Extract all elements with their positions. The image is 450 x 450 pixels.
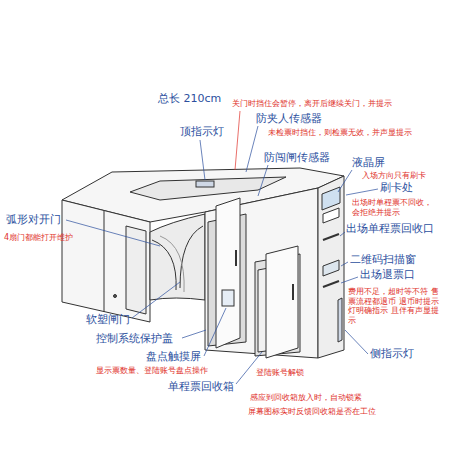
arc-door <box>180 226 203 288</box>
note-text: 登陆账号解锁 <box>256 368 304 378</box>
panel-seam <box>104 211 105 312</box>
leader-line <box>66 220 160 246</box>
leader-line <box>182 330 206 338</box>
arc-door <box>152 240 176 290</box>
leader-line <box>345 330 368 354</box>
card-reader <box>323 208 339 223</box>
part-label: 防闯闸传感器 <box>264 151 330 164</box>
part-label: 刷卡处 <box>380 181 413 194</box>
leader-line <box>338 170 352 192</box>
part-label: 出场单程票回收口 <box>346 222 434 235</box>
return-slot <box>323 281 339 287</box>
leader-line <box>246 126 258 172</box>
leader-line <box>132 282 180 318</box>
left-cabinet <box>62 200 150 322</box>
part-label: 侧指示灯 <box>370 347 414 360</box>
lock-dot <box>114 295 117 298</box>
leader-line <box>341 262 348 266</box>
door-handle <box>292 284 294 300</box>
door-handle <box>235 250 237 266</box>
leader-line <box>341 277 358 283</box>
note-text: 入场方向只有刷卡 <box>362 171 426 181</box>
note-text: 屏幕图标实时反馈回收箱是否在工位 <box>248 407 376 417</box>
open-door <box>216 198 240 348</box>
ticket-slot <box>323 234 339 240</box>
touch-screen <box>222 290 234 306</box>
part-label: 液晶屏 <box>352 156 385 169</box>
note-text: 感应到回收箱放入时，自动锁紧 <box>250 393 362 403</box>
open-door <box>266 246 298 358</box>
note-text: 未检票时挡住，则检票无效，并声显提示 <box>268 128 412 138</box>
dimension-label: 总长 210cm <box>158 92 221 105</box>
note-text: 关门时挡住会暂停，离开后继续关门，并提示 <box>232 99 392 109</box>
part-label: 盘点触摸屏 <box>146 350 201 363</box>
part-label: 单程票回收箱 <box>168 380 234 393</box>
lcd-screen <box>322 187 340 210</box>
part-label: 弧形对开门 <box>6 213 61 226</box>
leader-line <box>204 308 226 356</box>
leader-line <box>346 189 378 195</box>
side-lamp <box>338 298 342 342</box>
part-label: 顶指示灯 <box>180 125 224 138</box>
leader-line <box>235 111 240 170</box>
soft-gate <box>160 236 184 292</box>
passage <box>150 214 205 300</box>
leader-line <box>340 232 345 236</box>
top-indicator-lamp <box>196 181 214 187</box>
leader-line <box>200 140 205 180</box>
top-rail <box>130 177 286 200</box>
part-label: 控制系统保护盖 <box>96 332 173 345</box>
note-text: 出场时单程票不回收， 会拒绝并提示 <box>352 198 442 217</box>
note-text: 4扇门都能打开维护 <box>4 233 73 243</box>
part-label: 二维码扫描窗 <box>350 253 416 266</box>
qr-window <box>323 260 339 276</box>
part-label: 出场退票口 <box>360 268 415 281</box>
part-label: 防夹人传感器 <box>256 112 322 125</box>
note-text: 费用不足，超时等不符 售票流程都退币 退币时提示灯明确指示 且伴有声显提示 <box>348 287 442 325</box>
note-text: 显示票数量、登陆账号盘点操作 <box>96 366 208 376</box>
end-cap <box>318 176 344 358</box>
part-label: 软塑闸门 <box>86 313 130 326</box>
right-cabinet <box>205 188 318 358</box>
leader-line <box>258 165 268 196</box>
